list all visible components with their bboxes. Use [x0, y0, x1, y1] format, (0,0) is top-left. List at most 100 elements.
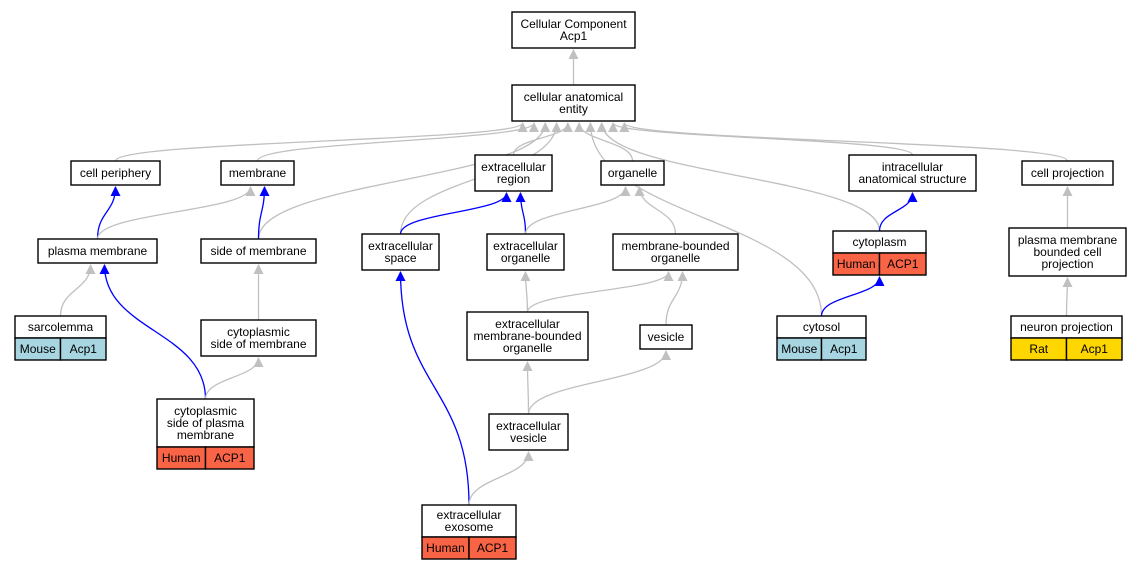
edge-membound-to-organelle [634, 186, 677, 235]
edge-vesicle-to-membound [665, 271, 688, 326]
species-cell-label: ACP1 [887, 257, 919, 271]
edge-line [96, 186, 121, 240]
node-label-line: membrane [229, 166, 287, 180]
edge-line [204, 357, 264, 400]
edge-exosome-to-extspace [395, 271, 470, 506]
node-label-line: membrane-bounded [473, 329, 581, 343]
node-label-line: extracellular [368, 239, 433, 253]
node-cellproj[interactable]: cell projection [1021, 160, 1114, 186]
edge-line [256, 122, 539, 162]
edge-line [574, 122, 634, 162]
node-label-line: organelle [608, 166, 658, 180]
edge-cellperiph-to-cae [114, 122, 528, 162]
species-cell-human: ACP1 [468, 536, 517, 560]
edge-line [1062, 277, 1073, 317]
species-cell-human: ACP1 [204, 446, 255, 470]
species-cell-rat: Acp1 [1065, 337, 1123, 361]
species-cell-label: Acp1 [1081, 342, 1109, 356]
node-label-line: vesicle [510, 431, 547, 445]
node-label-line: extracellular [496, 419, 561, 433]
species-cell-label: Acp1 [70, 342, 98, 356]
edge-extmbo-to-membound [526, 271, 674, 313]
node-label-line: cytoplasmic [174, 404, 237, 418]
edge-cytosidepm-to-cytoside [204, 357, 264, 400]
edge-line [395, 271, 470, 506]
species-cell-label: ACP1 [477, 541, 509, 555]
species-cell-box [1065, 337, 1123, 361]
edge-line [257, 122, 551, 240]
edge-cytosol-to-cytoplasm [820, 276, 885, 317]
node-box [1008, 227, 1127, 277]
species-cell-mouse: Acp1 [820, 337, 867, 361]
node-label-line: cell periphery [80, 166, 151, 180]
edge-line [515, 192, 527, 235]
edge-membrane-to-cae [256, 122, 539, 162]
node-label-line: organelle [503, 341, 553, 355]
node-label-line: cell projection [1031, 166, 1104, 180]
edge-line [585, 122, 823, 317]
node-cellperiph[interactable]: cell periphery [70, 160, 161, 186]
node-label-line: space [384, 251, 416, 265]
node-label-line: region [497, 172, 530, 186]
node-membrane[interactable]: membrane [220, 160, 295, 186]
node-sidemem[interactable]: side of membrane [200, 238, 317, 264]
edge-sidemem-to-cae [257, 122, 551, 240]
edge-cytosol-to-cae [585, 122, 823, 317]
edge-plasmamem-to-cellperiph [96, 186, 121, 240]
edge-exosome-to-extves [468, 451, 534, 506]
edge-extmbo-to-extorg [520, 271, 531, 313]
node-box [200, 319, 317, 357]
edge-line [468, 451, 534, 506]
edge-line [114, 122, 528, 162]
edge-line [257, 186, 270, 240]
edge-extorg-to-organelle [524, 186, 631, 235]
edge-line [99, 264, 207, 400]
edge-extves-to-vesicle [527, 350, 671, 415]
edge-line [596, 122, 881, 232]
node-plasmamem[interactable]: plasma membrane [37, 238, 158, 264]
node-box [474, 154, 553, 192]
species-cell-label: Human [426, 541, 465, 555]
edge-cytoplasm-to-intracell [878, 192, 918, 232]
node-box [639, 324, 693, 350]
species-cell-box [204, 446, 255, 470]
node-vesicle[interactable]: vesicle [639, 324, 693, 350]
node-organelle[interactable]: organelle [600, 160, 665, 186]
node-box [200, 238, 317, 264]
node-label-line: cellular anatomical [524, 90, 623, 104]
species-cell-box [878, 252, 927, 276]
edge-sidemem-to-membrane [257, 186, 270, 240]
node-label-line: plasma membrane [1018, 233, 1118, 247]
edge-line [524, 186, 631, 235]
edge-line [526, 271, 674, 313]
node-label-line: vesicle [648, 330, 685, 344]
node-box [466, 311, 589, 361]
edge-line [512, 122, 573, 156]
edge-line [59, 264, 96, 317]
species-cell-mouse: Acp1 [59, 337, 107, 361]
node-box [1021, 160, 1114, 186]
species-cell-box [468, 536, 517, 560]
node-label-line: Cellular Component [520, 17, 627, 31]
node-box [612, 233, 739, 271]
node-box [511, 84, 636, 122]
node-label-line: extracellular [493, 239, 558, 253]
